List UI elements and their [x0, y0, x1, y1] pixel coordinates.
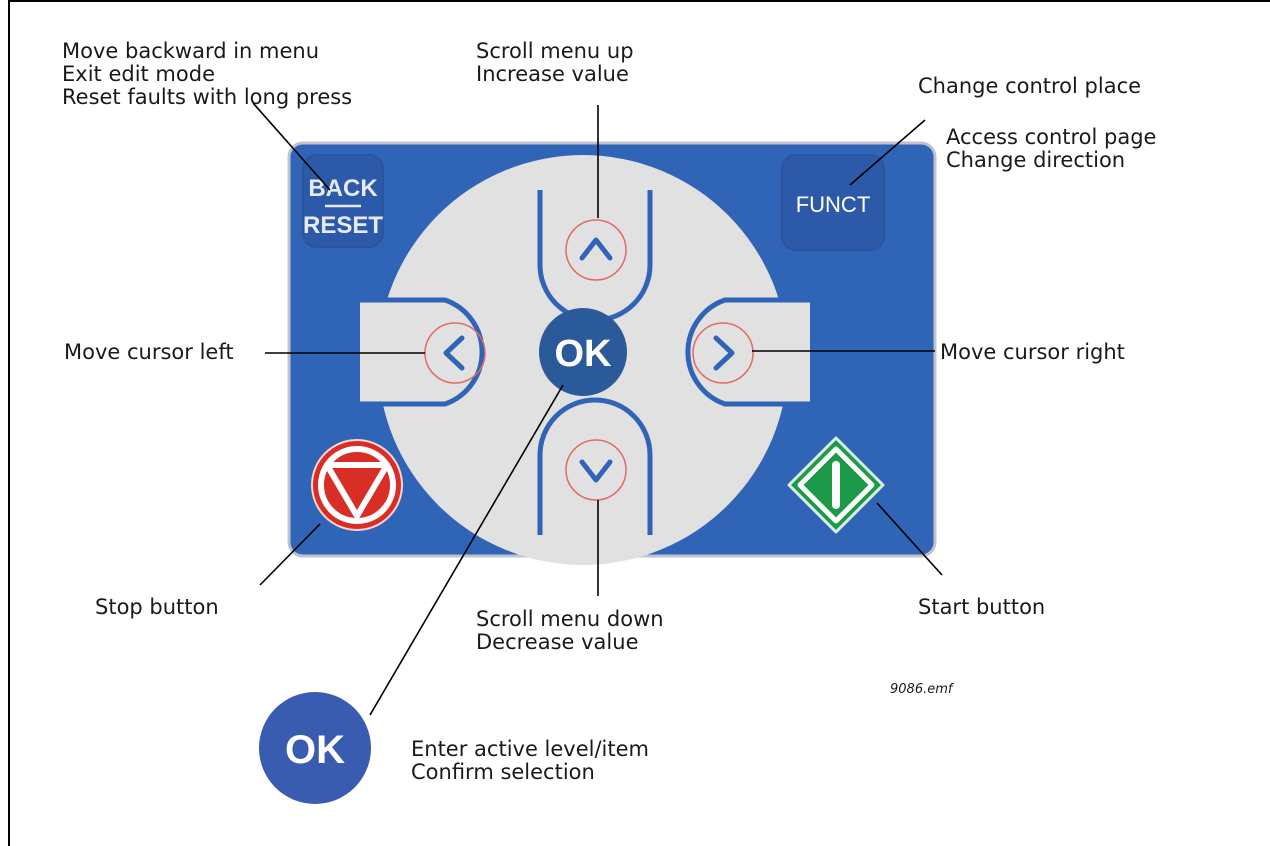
back-callout: Move backward in menu Exit edit mode Res… [62, 40, 352, 109]
right-callout: Move cursor right [940, 340, 1125, 364]
up-ring [565, 219, 627, 281]
funct-place-callout: Change control place [918, 74, 1142, 98]
funct-more-line-1: Access control page [946, 125, 1157, 149]
figure-frame [8, 0, 1270, 846]
back-label: BACK [308, 175, 378, 202]
up-callout-line-2: Increase value [476, 62, 629, 86]
stop-triangle-icon [324, 462, 390, 519]
down-callout: Scroll menu down Decrease value [476, 608, 664, 654]
ok-button-label: OK [555, 333, 613, 375]
chevron-up-icon [579, 237, 613, 261]
ok-legend-label: OK [285, 728, 345, 772]
ok-legend-callout: Enter active level/item Confirm selectio… [411, 738, 649, 784]
funct-more-callout: Access control page Change direction [946, 126, 1156, 172]
back-callout-line-3: Reset faults with long press [62, 85, 353, 109]
down-key[interactable] [537, 397, 653, 535]
down-callout-line-2: Decrease value [476, 630, 639, 654]
chevron-down-icon [579, 459, 613, 483]
back-callout-line-1: Move backward in menu [62, 39, 320, 63]
back-callout-line-2: Exit edit mode [62, 62, 215, 86]
ok-legend-line-2: Confirm selection [411, 760, 595, 784]
down-ring [565, 439, 627, 501]
right-ring [692, 322, 754, 384]
chevron-left-icon [443, 335, 465, 371]
down-callout-line-1: Scroll menu down [476, 607, 664, 631]
reset-label: RESET [303, 212, 383, 239]
ok-legend-icon [259, 692, 371, 804]
funct-more-line-2: Change direction [946, 148, 1126, 172]
leader-funct [849, 119, 926, 186]
leader-back [252, 102, 331, 191]
ok-button[interactable] [539, 308, 627, 396]
stop-callout: Stop button [95, 595, 219, 619]
funct-label: FUNCT [796, 192, 871, 217]
start-inner-diamond [797, 446, 875, 524]
leader-ok [369, 384, 564, 716]
right-key[interactable] [685, 297, 810, 407]
chevron-right-icon [713, 335, 735, 371]
left-key[interactable] [360, 297, 485, 407]
figure-id: 9086.emf [890, 682, 953, 697]
up-callout: Scroll menu up Increase value [476, 40, 634, 86]
back-reset-button[interactable] [302, 154, 384, 248]
up-key[interactable] [537, 190, 653, 323]
leader-stop [259, 523, 321, 586]
start-callout: Start button [918, 595, 1046, 619]
stop-inner-ring [318, 446, 396, 524]
left-callout: Move cursor left [64, 340, 234, 364]
funct-button[interactable] [781, 154, 885, 251]
leader-start [876, 502, 943, 576]
ok-legend-line-1: Enter active level/item [411, 737, 650, 761]
up-callout-line-1: Scroll menu up [476, 39, 634, 63]
